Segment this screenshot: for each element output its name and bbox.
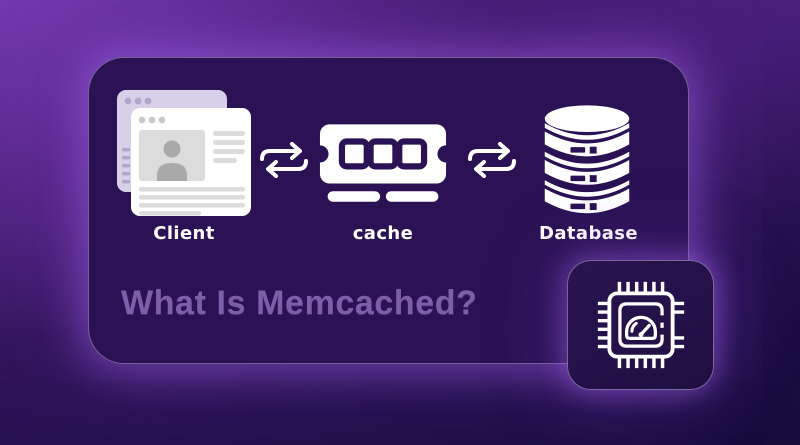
node-label-cache: cache: [352, 223, 414, 244]
cpu-gauge-icon: [597, 281, 684, 369]
chip-badge-card: [567, 260, 714, 390]
swap-arrows-icon: [260, 142, 308, 178]
main-card: Client cache: [88, 57, 689, 364]
node-label-database: Database: [539, 223, 638, 244]
ram-icon: [319, 124, 447, 202]
page-title: What Is Memcached?: [121, 284, 478, 322]
database-icon: [544, 105, 630, 214]
browser-windows-icon: [117, 90, 251, 216]
swap-arrows-icon: [468, 142, 516, 178]
node-label-client: Client: [153, 223, 215, 244]
